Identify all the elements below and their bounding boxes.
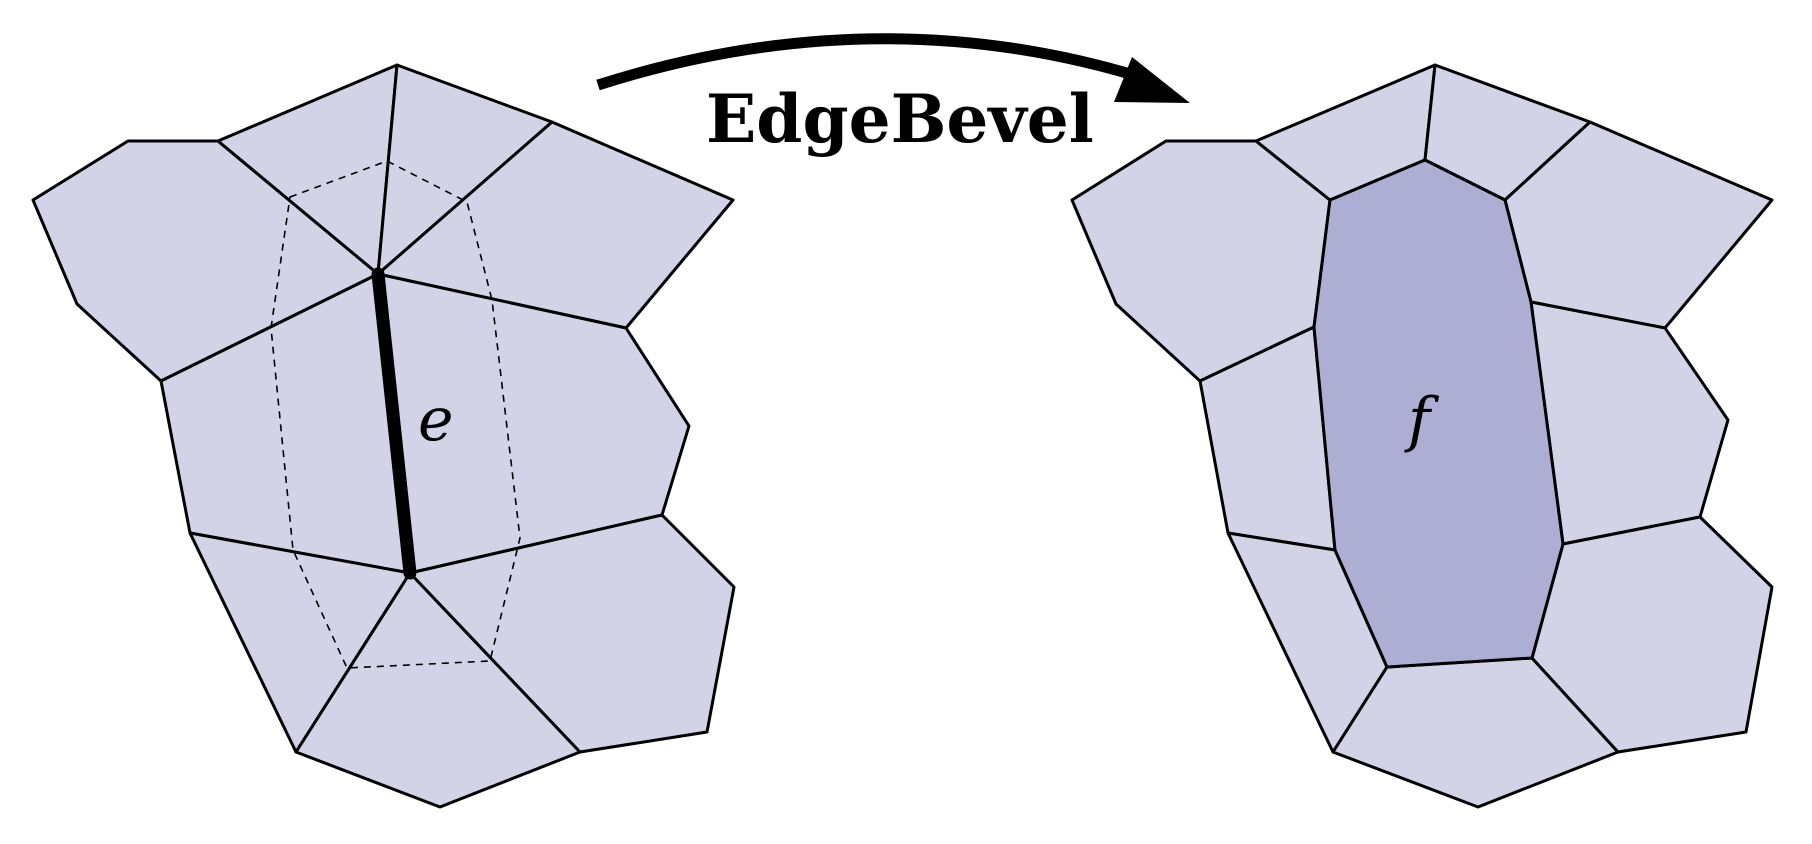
bevel-region-outline xyxy=(270,160,521,669)
operation-arrow: EdgeBevel xyxy=(596,33,1190,158)
curved-arrow-shaft xyxy=(596,33,1152,91)
arrow-head xyxy=(1114,57,1190,103)
edge-label-e: e xyxy=(418,385,454,455)
after-mesh: f xyxy=(1070,63,1774,809)
selected-edge-e xyxy=(371,267,417,580)
mesh-face-bottom-right xyxy=(408,513,736,754)
mesh-face-center-right xyxy=(1529,300,1730,546)
operation-label: EdgeBevel xyxy=(706,80,1094,158)
beveled-face-f xyxy=(1312,158,1565,669)
before-mesh: e xyxy=(31,63,736,809)
